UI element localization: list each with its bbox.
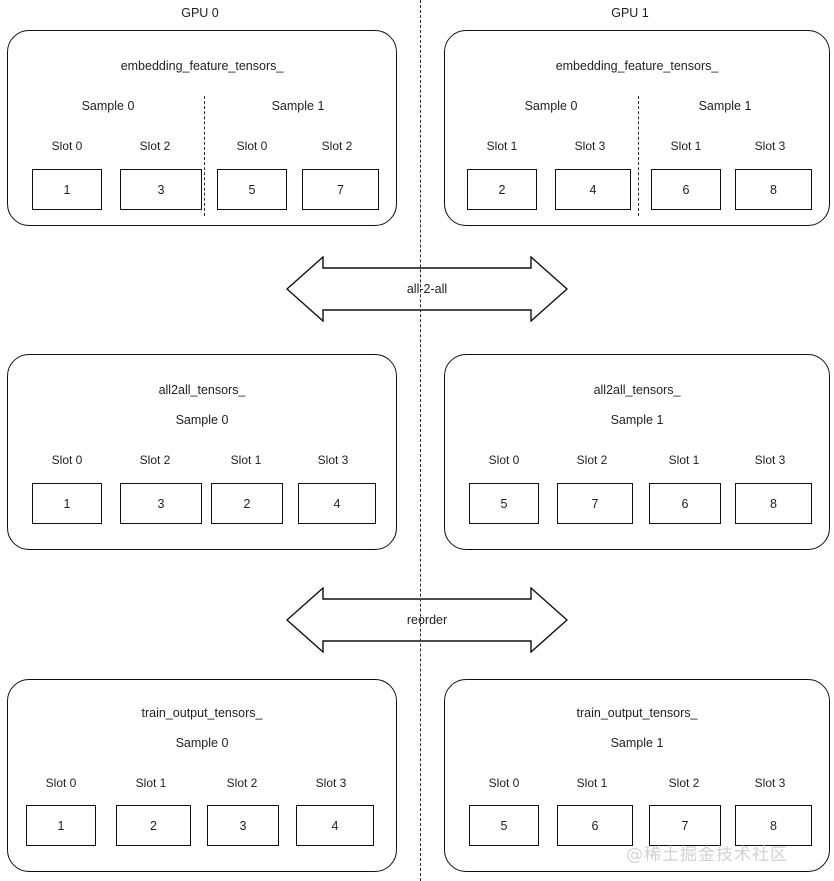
slot-label: Slot 0 (51, 139, 83, 153)
slot-value-box: 3 (207, 805, 279, 846)
slot-label: Slot 3 (317, 453, 349, 467)
slot-value-box: 1 (32, 483, 102, 524)
slot-value-box: 1 (26, 805, 96, 846)
slot-label: Slot 1 (668, 453, 700, 467)
slot-value-box: 2 (116, 805, 191, 846)
gpu-1-header: GPU 1 (611, 6, 649, 20)
slot-value-box: 2 (211, 483, 283, 524)
arrow-label: all-2-all (406, 282, 448, 296)
slot-value-box: 4 (296, 805, 374, 846)
panel-all2all-tensors-gpu0: all2all_tensors_ Sample 0 Slot 0 Slot 2 … (7, 354, 397, 550)
slot-value-box: 7 (557, 483, 633, 524)
slot-label: Slot 3 (754, 776, 786, 790)
sample-label: Sample 0 (81, 99, 135, 113)
sample-label: Sample 0 (175, 413, 229, 427)
slot-value-box: 4 (555, 169, 631, 210)
slot-label: Slot 2 (576, 453, 608, 467)
sample-label: Sample 1 (610, 736, 664, 750)
slot-value-box: 2 (467, 169, 537, 210)
panel-embedding-feature-tensors-gpu0: embedding_feature_tensors_ Sample 0 Samp… (7, 30, 397, 226)
slot-label: Slot 1 (670, 139, 702, 153)
slot-value-box: 8 (735, 805, 812, 846)
slot-value-box: 3 (120, 169, 202, 210)
slot-value-box: 6 (557, 805, 633, 846)
sample-label: Sample 1 (610, 413, 664, 427)
sample-divider (204, 96, 205, 216)
double-arrow-icon (286, 256, 568, 322)
panel-title: all2all_tensors_ (593, 383, 681, 397)
slot-label: Slot 2 (139, 453, 171, 467)
slot-value-box: 7 (302, 169, 379, 210)
slot-value-box: 3 (120, 483, 202, 524)
sample-label: Sample 1 (271, 99, 325, 113)
watermark: @稀土掘金技术社区 (626, 845, 788, 865)
panel-train-output-tensors-gpu1: train_output_tensors_ Sample 1 Slot 0 Sl… (444, 679, 830, 872)
slot-label: Slot 1 (576, 776, 608, 790)
slot-label: Slot 0 (488, 776, 520, 790)
slot-value-box: 7 (649, 805, 721, 846)
slot-value-box: 5 (217, 169, 287, 210)
slot-label: Slot 1 (135, 776, 167, 790)
sample-label: Sample 0 (524, 99, 578, 113)
gpu-boundary-divider (420, 0, 421, 881)
slot-label: Slot 0 (488, 453, 520, 467)
slot-value-box: 8 (735, 483, 812, 524)
slot-value-box: 5 (469, 805, 539, 846)
slot-label: Slot 2 (226, 776, 258, 790)
arrow-label: reorder (406, 613, 448, 627)
slot-label: Slot 0 (236, 139, 268, 153)
panel-title: train_output_tensors_ (141, 706, 263, 720)
slot-label: Slot 3 (574, 139, 606, 153)
all-2-all-arrow: all-2-all (286, 256, 568, 322)
slot-label: Slot 2 (321, 139, 353, 153)
slot-label: Slot 3 (754, 453, 786, 467)
slot-label: Slot 2 (139, 139, 171, 153)
double-arrow-icon (286, 587, 568, 653)
slot-label: Slot 0 (51, 453, 83, 467)
slot-label: Slot 3 (754, 139, 786, 153)
slot-value-box: 6 (651, 169, 721, 210)
slot-value-box: 5 (469, 483, 539, 524)
sample-divider (638, 96, 639, 216)
slot-value-box: 1 (32, 169, 102, 210)
panel-all2all-tensors-gpu1: all2all_tensors_ Sample 1 Slot 0 Slot 2 … (444, 354, 830, 550)
reorder-arrow: reorder (286, 587, 568, 653)
slot-value-box: 4 (298, 483, 376, 524)
panel-embedding-feature-tensors-gpu1: embedding_feature_tensors_ Sample 0 Samp… (444, 30, 830, 226)
slot-value-box: 6 (649, 483, 721, 524)
panel-title: train_output_tensors_ (576, 706, 698, 720)
gpu-0-header: GPU 0 (181, 6, 219, 20)
panel-title: embedding_feature_tensors_ (120, 59, 284, 73)
panel-train-output-tensors-gpu0: train_output_tensors_ Sample 0 Slot 0 Sl… (7, 679, 397, 872)
slot-label: Slot 1 (230, 453, 262, 467)
sample-label: Sample 0 (175, 736, 229, 750)
panel-title: embedding_feature_tensors_ (555, 59, 719, 73)
slot-value-box: 8 (735, 169, 812, 210)
slot-label: Slot 0 (45, 776, 77, 790)
sample-label: Sample 1 (698, 99, 752, 113)
slot-label: Slot 2 (668, 776, 700, 790)
slot-label: Slot 3 (315, 776, 347, 790)
panel-title: all2all_tensors_ (158, 383, 246, 397)
slot-label: Slot 1 (486, 139, 518, 153)
